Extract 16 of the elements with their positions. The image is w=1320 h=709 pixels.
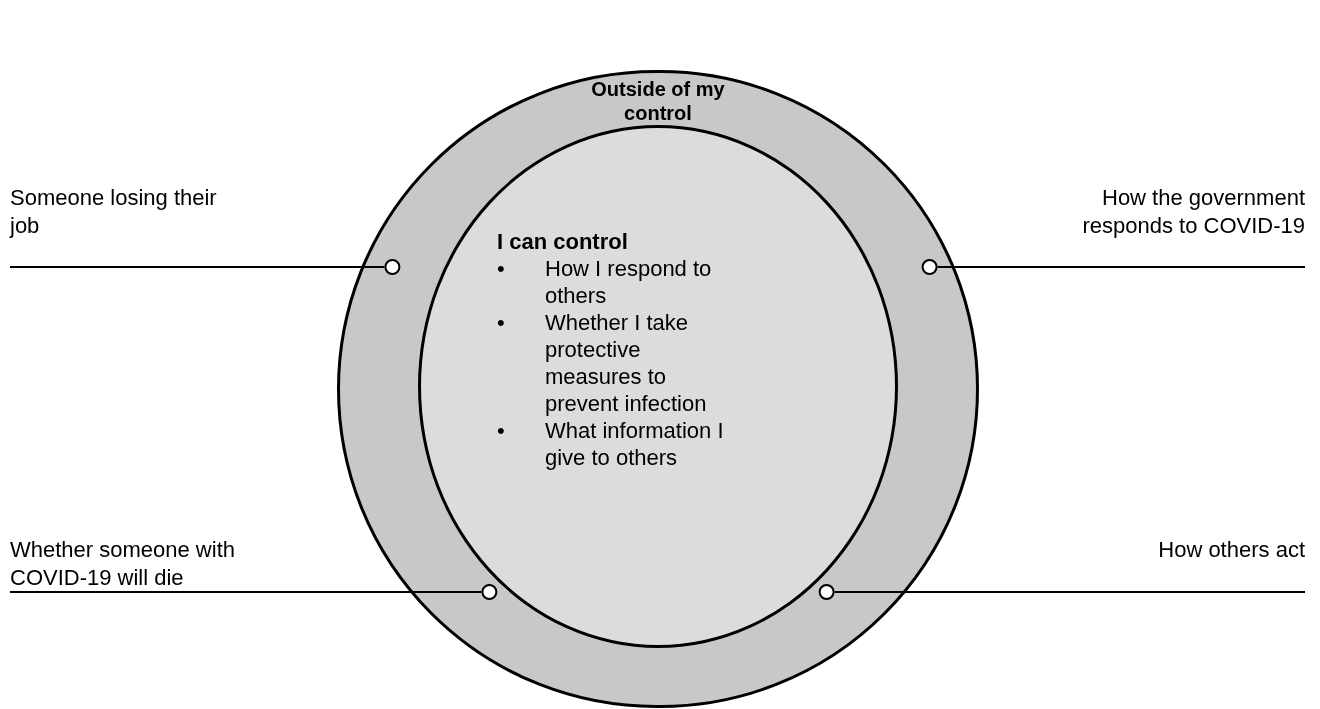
side-label: Someone losing their job — [10, 184, 218, 240]
side-label: Whether someone with COVID-19 will die — [10, 536, 236, 592]
bullet-text: Whether I take protective measures to prevent infection — [545, 309, 708, 417]
leader-line — [921, 259, 1306, 275]
outer-heading: Outside of my control — [590, 77, 726, 125]
bullet-text: What information I give to others — [545, 417, 725, 471]
inner-heading: I can control — [497, 228, 629, 255]
side-label: How the government responds to COVID-19 — [1081, 184, 1305, 240]
bullet-mark: • — [497, 417, 506, 445]
bullet-mark: • — [497, 255, 506, 283]
leader-line — [9, 584, 498, 600]
side-label: How others act — [1158, 536, 1305, 564]
bullet-mark: • — [497, 309, 506, 337]
bullet-text: How I respond to others — [545, 255, 713, 309]
leader-line — [9, 259, 401, 275]
leader-line — [818, 584, 1306, 600]
